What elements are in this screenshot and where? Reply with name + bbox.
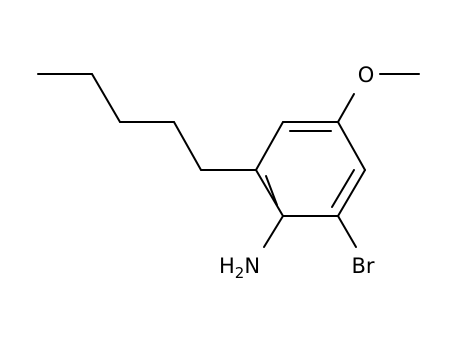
bond-ring-oxygen <box>337 93 355 123</box>
bond-ring-c4-c5 <box>337 169 366 217</box>
amine-hydrogen: H <box>219 254 235 278</box>
benzene-ring <box>255 121 366 217</box>
bond-ring-c1-c2 <box>255 121 284 171</box>
bromine-atom-label: Br <box>351 254 374 278</box>
bond-ring-bromine <box>337 215 357 248</box>
amine-group: H2N <box>219 215 284 282</box>
oxygen-atom-label: O <box>358 63 375 87</box>
bond-ring-c6-c1-inner <box>265 175 278 206</box>
bond-chain-4 <box>173 121 202 171</box>
bond-ring-c4-c5-inner <box>331 169 355 208</box>
bond-ring-nitrogen <box>263 215 284 248</box>
amine-nitrogen: N <box>244 254 260 278</box>
pentyl-chain <box>37 73 257 171</box>
bond-ring-c6-c1 <box>255 169 284 217</box>
bond-ring-c3-c4 <box>337 121 366 171</box>
bond-chain-2 <box>91 73 121 123</box>
methoxy-group: O <box>337 63 420 123</box>
amine-hydrogen-count: 2 <box>235 264 245 282</box>
bromo-group: Br <box>337 215 375 278</box>
amine-atom-label: H2N <box>219 254 260 282</box>
